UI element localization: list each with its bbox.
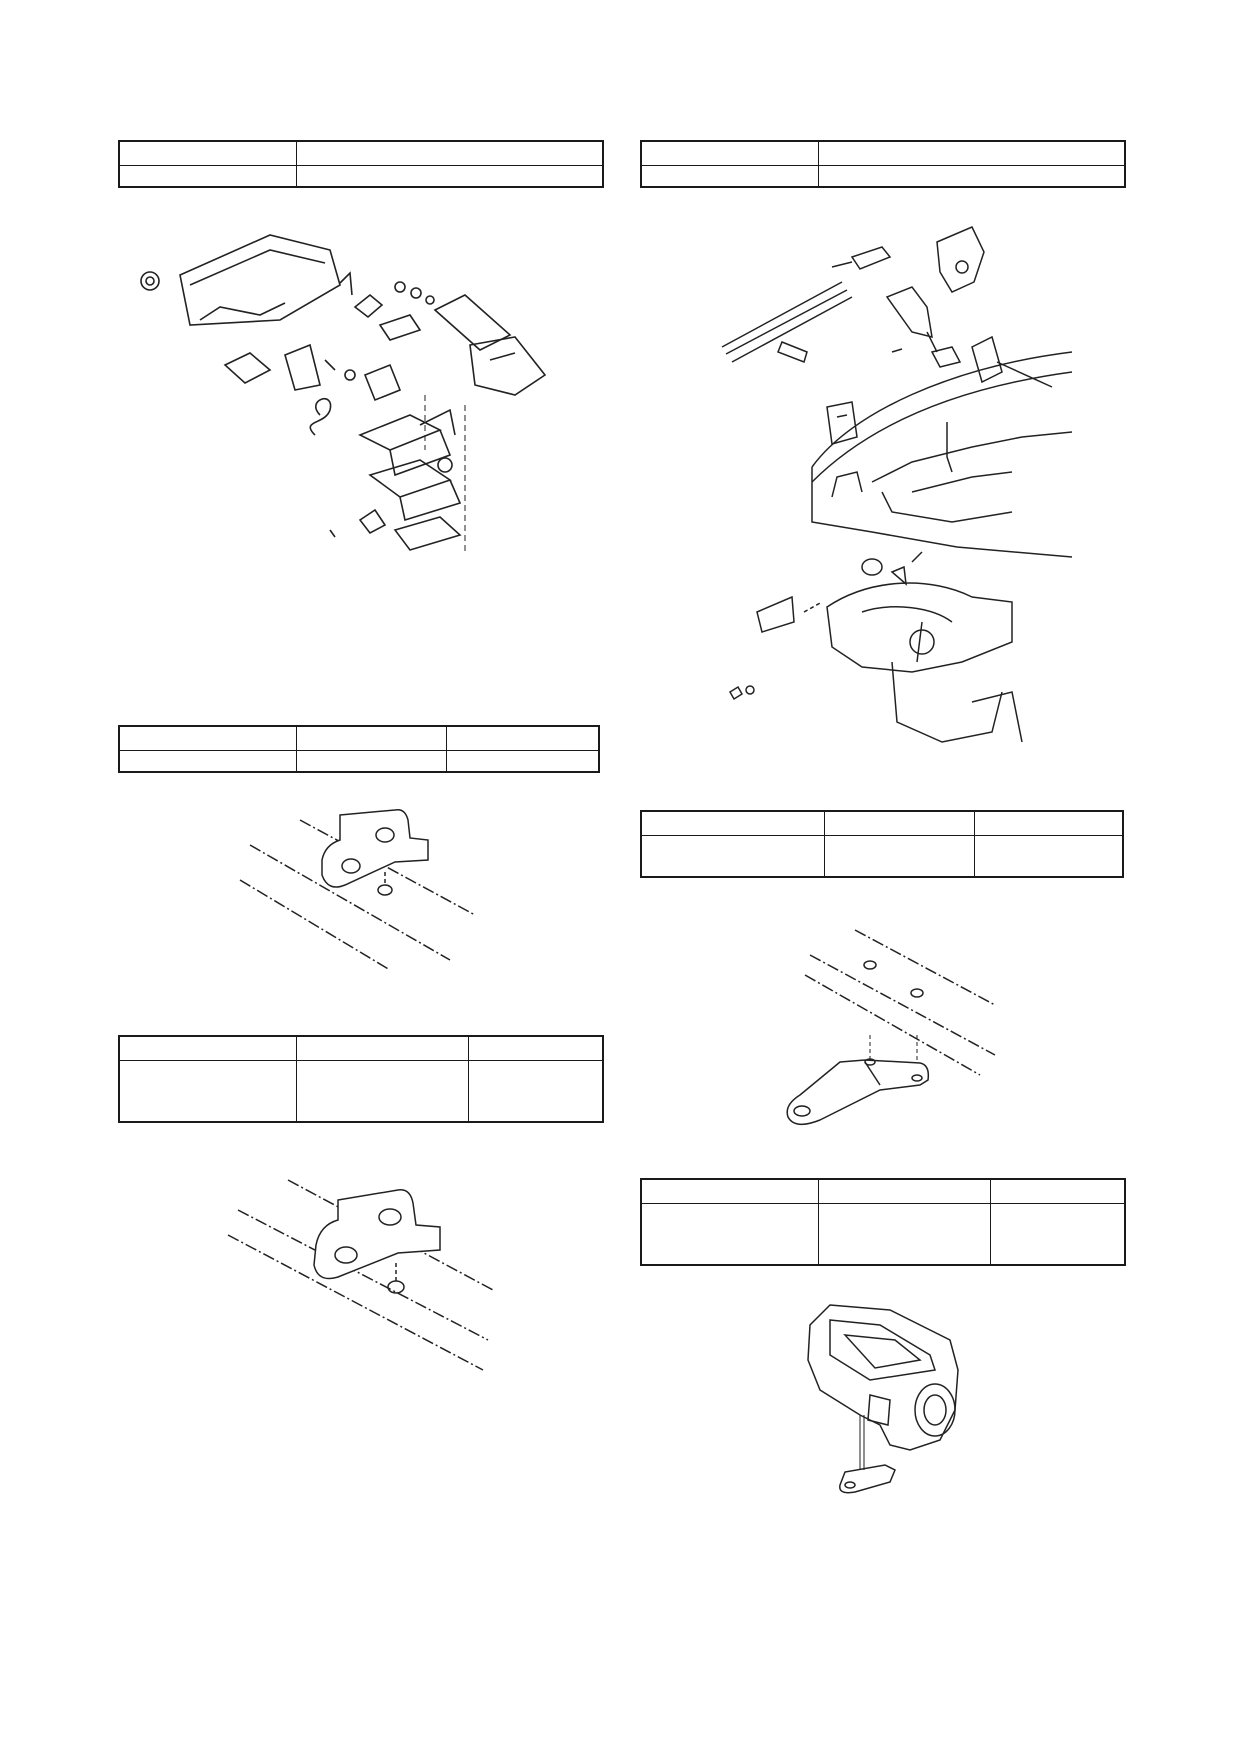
table-cell [989,1202,1126,1266]
table-cell [817,1178,991,1204]
bracket-drawing-icon [800,1300,965,1500]
table-cell [817,140,1126,166]
table-cell [295,164,604,188]
table-cell [118,140,297,166]
table-cell [445,749,600,773]
bracket-drawing-icon [780,925,1020,1135]
table-cell [467,1035,604,1061]
table-cell [989,1178,1126,1204]
table-cell [973,810,1124,836]
table-cell [445,725,600,751]
table-cell [640,1202,819,1266]
table-cell [640,834,825,878]
spec-table-1 [118,140,604,188]
table-cell [295,140,604,166]
table-cell [118,1035,297,1061]
table-cell [817,164,1126,188]
table-cell [295,725,447,751]
spec-table-3 [118,725,600,773]
bracket-drawing-icon [230,800,490,980]
table-cell [973,834,1124,878]
table-cell [118,725,297,751]
spec-table-2 [640,140,1126,188]
table-cell [118,164,297,188]
table-cell [118,749,297,773]
table-cell [295,1035,469,1061]
exploded-parts-drawing-icon [120,225,590,585]
table-cell [295,1059,469,1123]
table-cell [640,164,819,188]
spec-table-4 [118,1035,604,1123]
table-cell [467,1059,604,1123]
table-cell [295,749,447,773]
bracket-drawing-icon [218,1165,498,1380]
table-cell [823,834,975,878]
table-cell [817,1202,991,1266]
table-cell [823,810,975,836]
exploded-parts-drawing-icon [712,222,1082,757]
table-cell [640,140,819,166]
spec-table-5 [640,810,1124,878]
table-cell [640,1178,819,1204]
table-cell [118,1059,297,1123]
spec-table-6 [640,1178,1126,1266]
table-cell [640,810,825,836]
